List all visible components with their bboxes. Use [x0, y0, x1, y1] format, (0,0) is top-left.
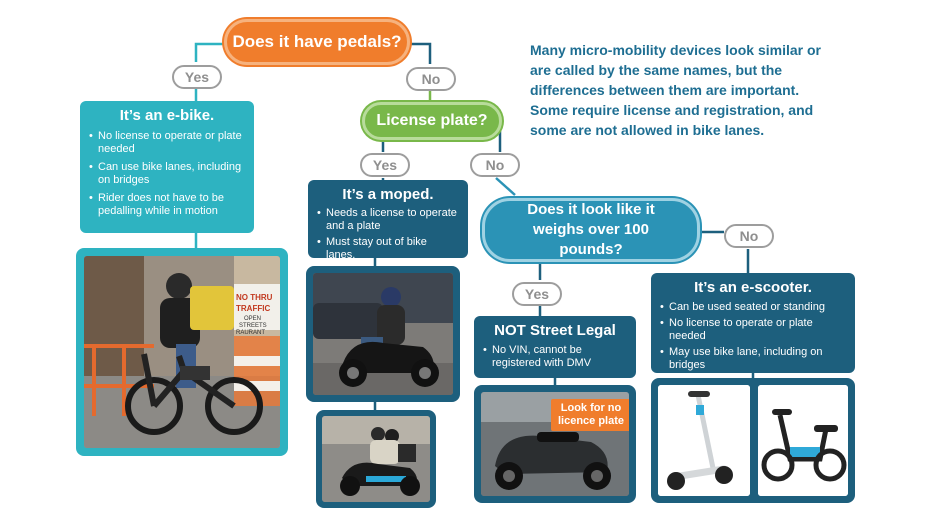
barricade-sign-text: RAURANT: [236, 330, 265, 336]
moped-illustration-2: [322, 416, 430, 502]
answer-yes-pedals: Yes: [172, 65, 222, 89]
no-license-plate-callout: Look for no licence plate: [551, 399, 629, 431]
list-item: Must stay out of bike lanes.: [317, 236, 459, 262]
question-weight-label: Does it look like it weighs over 100 pou…: [527, 201, 655, 258]
result-not-street-legal-card: NOT Street Legal No VIN, cannot be regis…: [474, 316, 636, 378]
intro-text: Many micro-mobility devices look similar…: [530, 42, 821, 138]
not-street-legal-photo: Look for no licence plate: [481, 392, 629, 496]
result-not-street-legal-title: NOT Street Legal: [494, 322, 616, 339]
result-escooter-bullets: Can be used seated or standing No licens…: [660, 301, 846, 372]
ebike-photo: NO THRU TRAFFIC OPEN STREETS RAURANT: [84, 256, 280, 448]
list-item: Can use bike lanes, including on bridges: [89, 161, 245, 187]
result-moped-card: It’s a moped. Needs a license to operate…: [308, 180, 468, 261]
barricade-sign-text: STREETS: [239, 323, 267, 329]
list-item: No license to operate or plate needed: [89, 130, 245, 156]
result-ebike-title: It’s an e-bike.: [119, 107, 215, 124]
barricade-sign-text: TRAFFIC: [236, 304, 270, 313]
standing-scooter-illustration: [658, 385, 750, 496]
result-ebike-bullets: No license to operate or plate needed Ca…: [89, 130, 245, 218]
answer-no-weight: No: [724, 224, 774, 248]
answer-no-pedals: No: [406, 67, 456, 91]
ebike-photo-frame: NO THRU TRAFFIC OPEN STREETS RAURANT: [76, 248, 288, 456]
result-moped-bullets: Needs a license to operate and a plate M…: [317, 207, 459, 262]
escooter-photo-standing: [658, 385, 750, 496]
ebike-illustration: NO THRU TRAFFIC OPEN STREETS RAURANT: [84, 256, 280, 448]
moped-photo-2: [322, 416, 430, 502]
result-moped-title: It’s a moped.: [342, 186, 434, 203]
question-has-pedals-label: Does it have pedals?: [232, 32, 402, 51]
list-item: Can be used seated or standing: [660, 301, 846, 314]
answer-yes-weight: Yes: [512, 282, 562, 306]
list-item: May use bike lane, including on bridges: [660, 346, 846, 372]
list-item: Needs a license to operate and a plate: [317, 207, 459, 233]
answer-no-plate: No: [470, 153, 520, 177]
list-item: No license to operate or plate needed: [660, 317, 846, 343]
moped-photo-frame-1: [306, 266, 460, 402]
question-has-pedals: Does it have pedals?: [224, 19, 410, 65]
moped-photo-frame-2: [316, 410, 436, 508]
moped-illustration-1: [313, 273, 453, 395]
not-street-legal-photo-frame: Look for no licence plate: [474, 385, 636, 503]
list-item: No VIN, cannot be registered with DMV: [483, 344, 627, 370]
list-item: Rider does not have to be pedalling whil…: [89, 192, 245, 218]
result-not-street-legal-bullets: No VIN, cannot be registered with DMV: [483, 344, 627, 370]
question-weight: Does it look like it weighs over 100 pou…: [482, 198, 700, 262]
moped-photo-1: [313, 273, 453, 395]
result-ebike-card: It’s an e-bike. No license to operate or…: [80, 101, 254, 233]
barricade-sign-text: NO THRU: [236, 293, 273, 302]
result-escooter-card: It’s an e-scooter. Can be used seated or…: [651, 273, 855, 373]
escooter-photo-frame: [651, 378, 855, 503]
result-escooter-title: It’s an e-scooter.: [694, 279, 812, 296]
seated-scooter-illustration: [758, 385, 848, 496]
answer-yes-plate: Yes: [360, 153, 410, 177]
question-license-plate-label: License plate?: [376, 112, 488, 129]
barricade-sign-text: OPEN: [244, 316, 261, 322]
question-license-plate: License plate?: [362, 102, 502, 140]
escooter-photo-seated: [758, 385, 848, 496]
